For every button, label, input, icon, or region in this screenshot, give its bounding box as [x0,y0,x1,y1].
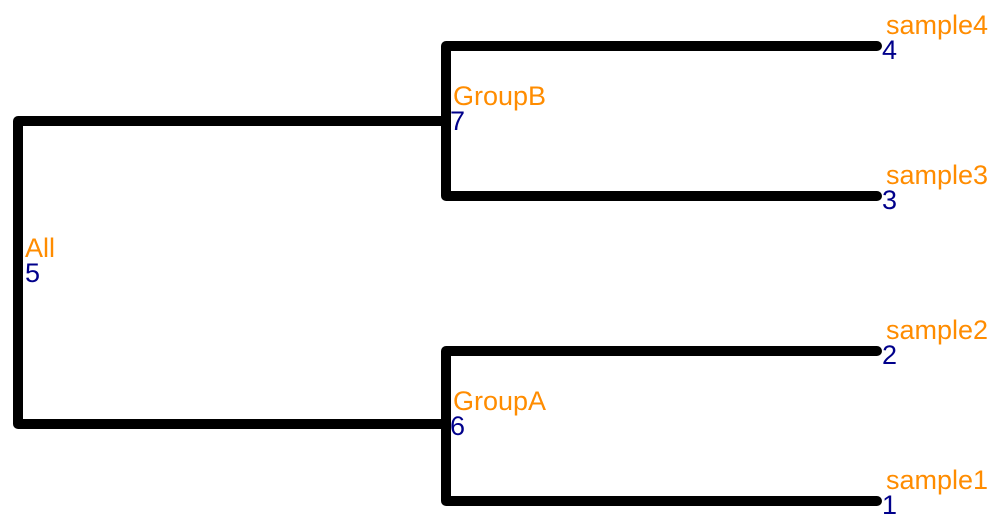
leaf-id-sample3: 3 [882,185,898,215]
branch-root [13,116,451,429]
leaf-id-sample2: 2 [882,340,898,370]
leaf-label-sample4: sample4 [886,10,989,40]
node-id-groupb: 7 [450,106,466,136]
node-label-groupa: GroupA [453,386,547,416]
branch-groupa [441,346,882,506]
branch-groupb [441,41,882,201]
node-id-groupa: 6 [450,411,466,441]
leaf-id-sample1: 1 [882,490,898,520]
node-id-root: 5 [25,258,41,288]
leaf-id-sample4: 4 [882,35,898,65]
node-label-root: All [25,233,56,263]
node-label-groupb: GroupB [453,81,547,111]
leaf-label-sample2: sample2 [886,315,989,345]
leaf-label-sample1: sample1 [886,465,989,495]
leaf-label-sample3: sample3 [886,160,989,190]
